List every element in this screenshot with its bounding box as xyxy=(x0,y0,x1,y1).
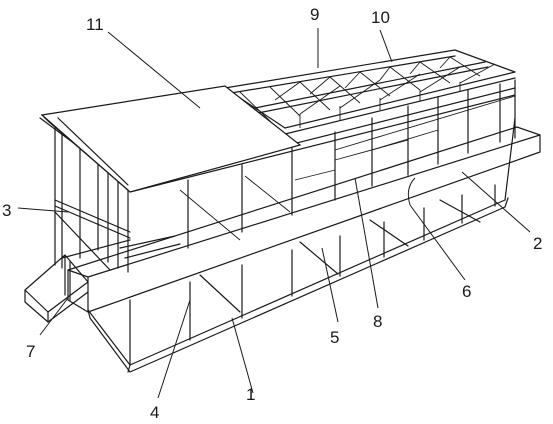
label-11: 11 xyxy=(86,15,104,34)
label-6: 6 xyxy=(462,282,471,301)
label-4: 4 xyxy=(150,403,159,422)
label-2: 2 xyxy=(533,234,542,253)
label-5: 5 xyxy=(330,328,339,347)
label-8: 8 xyxy=(373,312,382,331)
part-labels: 11 9 10 3 2 6 5 8 7 4 1 xyxy=(2,5,542,422)
entrance-ramp xyxy=(24,254,89,323)
label-3: 3 xyxy=(2,201,11,220)
roof-panel xyxy=(40,85,302,193)
front-wall-posts xyxy=(129,184,496,366)
upper-wall-frame xyxy=(129,79,516,249)
left-end-frame xyxy=(39,117,181,273)
label-1: 1 xyxy=(246,385,255,404)
roof-truss xyxy=(224,49,516,135)
label-10: 10 xyxy=(371,8,390,27)
leader-lines xyxy=(17,28,531,399)
label-9: 9 xyxy=(310,5,319,24)
label-7: 7 xyxy=(26,342,35,361)
